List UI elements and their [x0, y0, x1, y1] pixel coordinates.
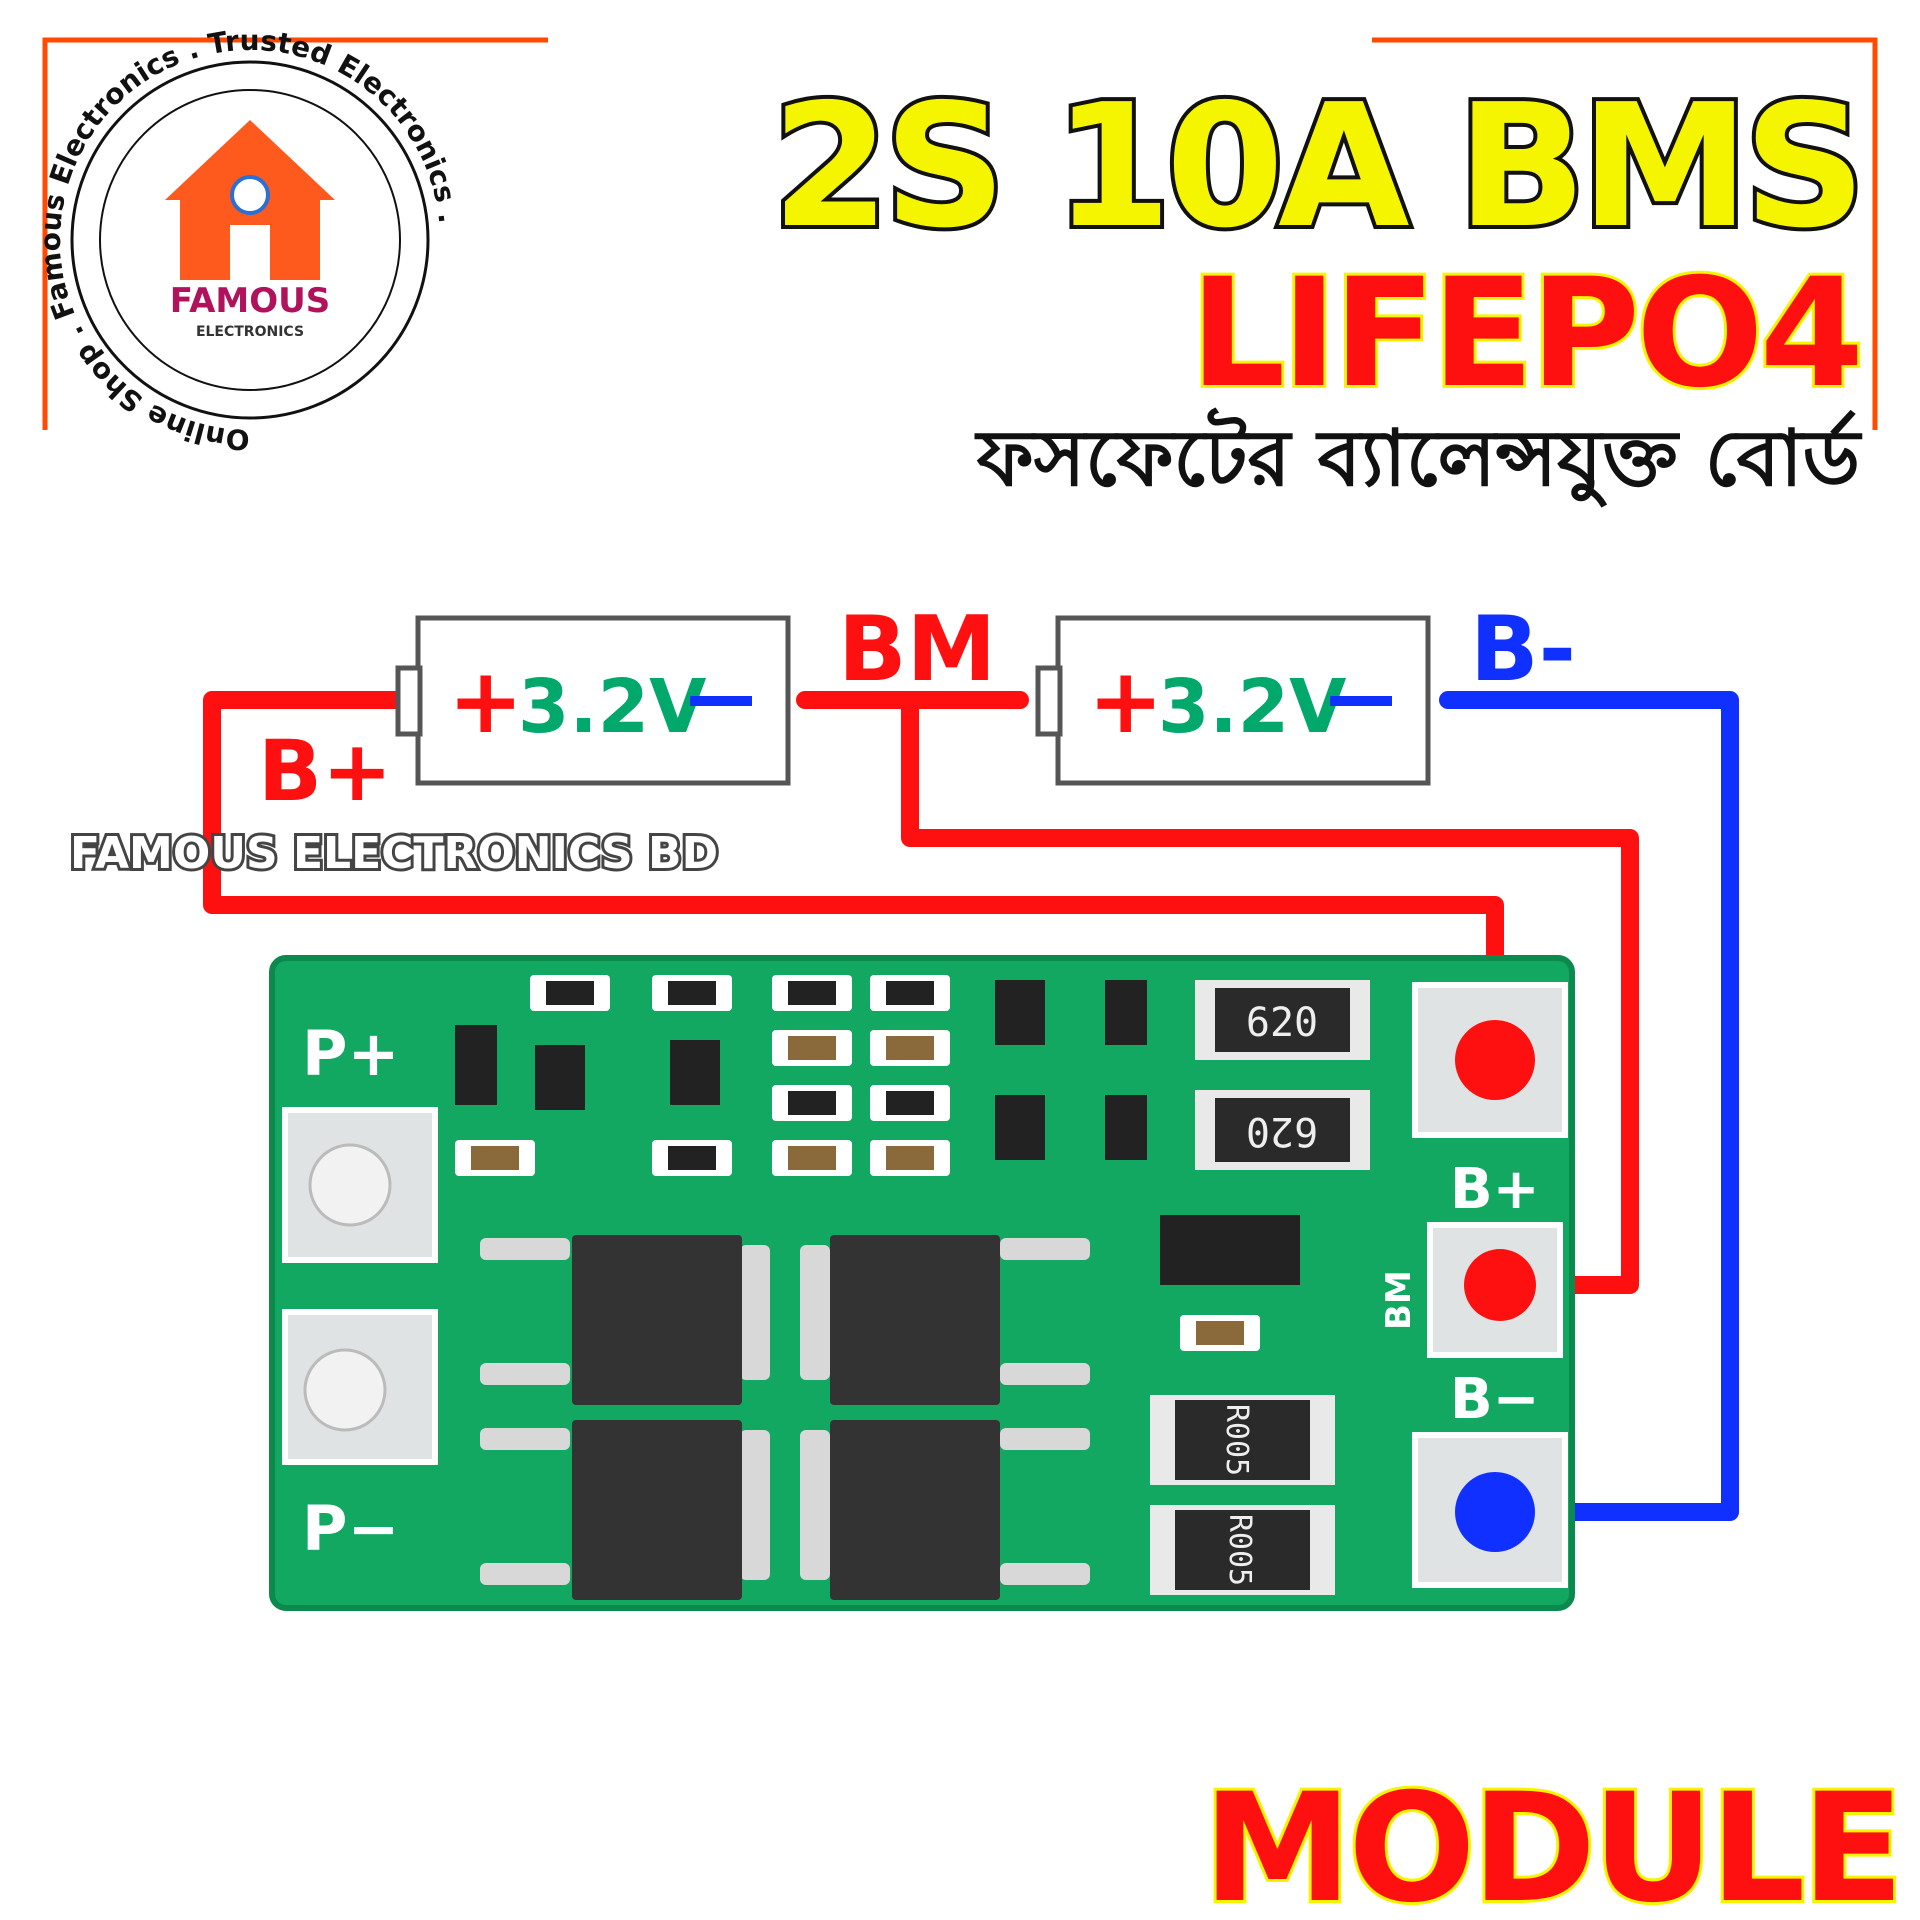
product-title: 2S 10A BMS — [772, 68, 1860, 266]
pad-bm — [1427, 1222, 1563, 1358]
cell2-voltage: 3.2V — [1158, 664, 1346, 750]
house-icon — [165, 120, 335, 280]
pad-label-p-minus: P− — [302, 1492, 399, 1565]
svg-text:620: 620 — [1246, 1108, 1318, 1154]
shunt-resistor-2: R005 — [1150, 1505, 1335, 1595]
cell1-minus — [690, 696, 752, 706]
pad-b-plus-top — [1412, 982, 1568, 1138]
pad-label-b-minus: B− — [1450, 1367, 1540, 1432]
bms-pcb: P+ P− — [269, 955, 1575, 1611]
cell2-plus: + — [1088, 649, 1163, 754]
frame-corner-right — [1372, 37, 1878, 430]
cell1-voltage: 3.2V — [518, 664, 706, 750]
pad-label-p-plus: P+ — [302, 1017, 399, 1090]
shop-logo: Online Shop . Famous Electronics . Trust… — [34, 24, 465, 456]
pad-b-minus — [1412, 1432, 1568, 1588]
bm-wire-down — [901, 691, 1639, 1294]
frame-corner-left — [42, 37, 548, 430]
pad-p-plus — [282, 1107, 438, 1263]
bminus-label: B- — [1470, 597, 1576, 702]
pad-label-b-plus: B+ — [1450, 1157, 1540, 1222]
svg-text:R005: R005 — [1222, 1514, 1257, 1586]
cell2-minus — [1330, 696, 1392, 706]
module-label: MODULE — [1203, 1762, 1900, 1920]
logo-brand: FAMOUS — [170, 281, 330, 321]
logo-sub: ELECTRONICS — [196, 324, 304, 340]
pad-label-bm: BM — [1379, 1270, 1419, 1330]
battery-cell-1: + 3.2V — [395, 615, 791, 786]
svg-text:620: 620 — [1246, 1000, 1318, 1046]
chemistry-label: LIFEPO4 — [1190, 247, 1860, 421]
mosfets — [480, 1235, 1090, 1600]
watermark: FAMOUS ELECTRONICS BD — [70, 828, 718, 879]
shunt-resistor-1: R005 — [1150, 1395, 1335, 1485]
resistor-620-top: 620 — [1195, 980, 1370, 1060]
smd-components — [455, 975, 1260, 1351]
bengali-subtitle: ফসফেটের ব্যালেন্সযুক্ত বোর্ড — [974, 407, 1863, 508]
control-ics — [455, 980, 1300, 1285]
battery-cell-2: + 3.2V — [1035, 615, 1431, 786]
cell1-plus: + — [448, 649, 523, 754]
resistor-620-bottom: 620 — [1195, 1090, 1370, 1170]
svg-text:R005: R005 — [1219, 1404, 1254, 1476]
pad-p-minus — [282, 1309, 438, 1465]
bplus-label: B+ — [258, 722, 392, 820]
bminus-wire — [1439, 691, 1739, 1521]
bm-label: BM — [838, 597, 996, 702]
